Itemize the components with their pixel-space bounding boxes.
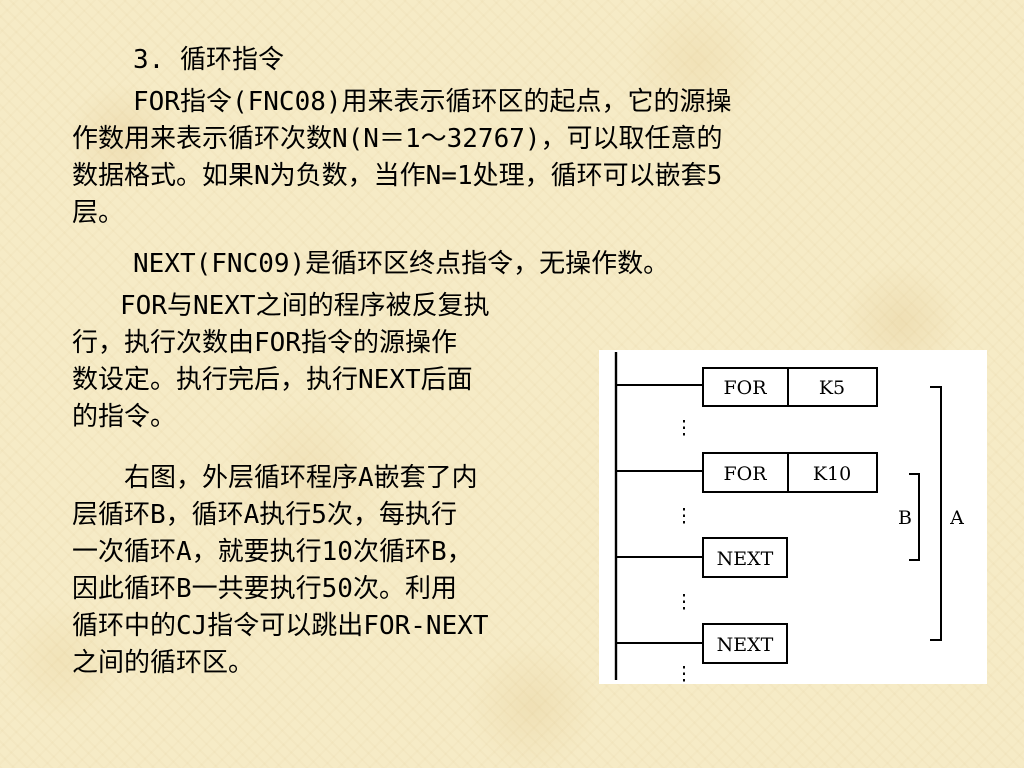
paragraph-line: 一次循环A，就要执行10次循环B， [72,537,473,567]
for-next-ladder-diagram: FOR K5 ⋮ FOR K10 ⋮ NEXT ⋮ [599,350,987,684]
ellipsis-1: ⋮ [675,417,694,439]
section-heading: 3. 循环指令 [133,45,284,75]
paragraph-line: FOR指令(FNC08)用来表示循环区的起点，它的源操 [133,87,732,117]
paragraph-line: 数据格式。如果N为负数，当作N=1处理，循环可以嵌套5 [72,161,723,191]
paragraph-next-instruction: NEXT(FNC09)是循环区终点指令，无操作数。 [133,249,670,279]
paragraph-line: 循环中的CJ指令可以跳出FOR-NEXT [72,611,489,641]
for-inner-operand: K10 [813,463,851,485]
next-outer-label: NEXT [717,634,774,656]
ellipsis-2: ⋮ [675,505,694,527]
paragraph-line: 行，执行次数由FOR指令的源操作 [72,328,457,358]
rung-for-inner: FOR K10 [616,452,878,493]
paragraph-line: 作数用来表示循环次数N(N＝1～32767)，可以取任意的 [72,124,723,154]
paragraph-line: 右图，外层循环程序A嵌套了内 [124,463,478,493]
for-outer-label: FOR [723,377,767,399]
rung-next-inner: NEXT [616,537,788,578]
rung-for-outer: FOR K5 [616,367,878,407]
next-inner-label: NEXT [717,548,774,570]
for-outer-operand: K5 [819,377,845,399]
bracket-outer-loop: A [930,386,964,641]
paragraph-line: FOR与NEXT之间的程序被反复执 [120,291,490,321]
paragraph-line: 数设定。执行完后，执行NEXT后面 [72,365,473,395]
for-inner-label: FOR [723,463,767,485]
paragraph-line: 的指令。 [72,402,177,432]
paragraph-for-instruction: FOR指令(FNC08)用来表示循环区的起点，它的源操 作数用来表示循环次数N(… [72,84,732,232]
bracket-inner-label: B [898,507,912,529]
paragraph-line: 之间的循环区。 [72,648,255,678]
bracket-outer-label: A [949,507,964,529]
paragraph-line: 层循环B，循环A执行5次，每执行 [72,500,457,530]
paragraph-loop-body: FOR与NEXT之间的程序被反复执 行，执行次数由FOR指令的源操作 数设定。执… [72,288,490,436]
paragraph-nesting-example: 右图，外层循环程序A嵌套了内 层循环B，循环A执行5次，每执行 一次循环A，就要… [72,460,489,682]
ellipsis-3: ⋮ [675,591,694,613]
rung-next-outer: NEXT [616,623,788,664]
ellipsis-4: ⋮ [675,663,694,684]
paragraph-line: 因此循环B一共要执行50次。利用 [72,574,457,604]
bracket-inner-loop: B [898,473,920,561]
paragraph-line: 层。 [72,198,125,228]
